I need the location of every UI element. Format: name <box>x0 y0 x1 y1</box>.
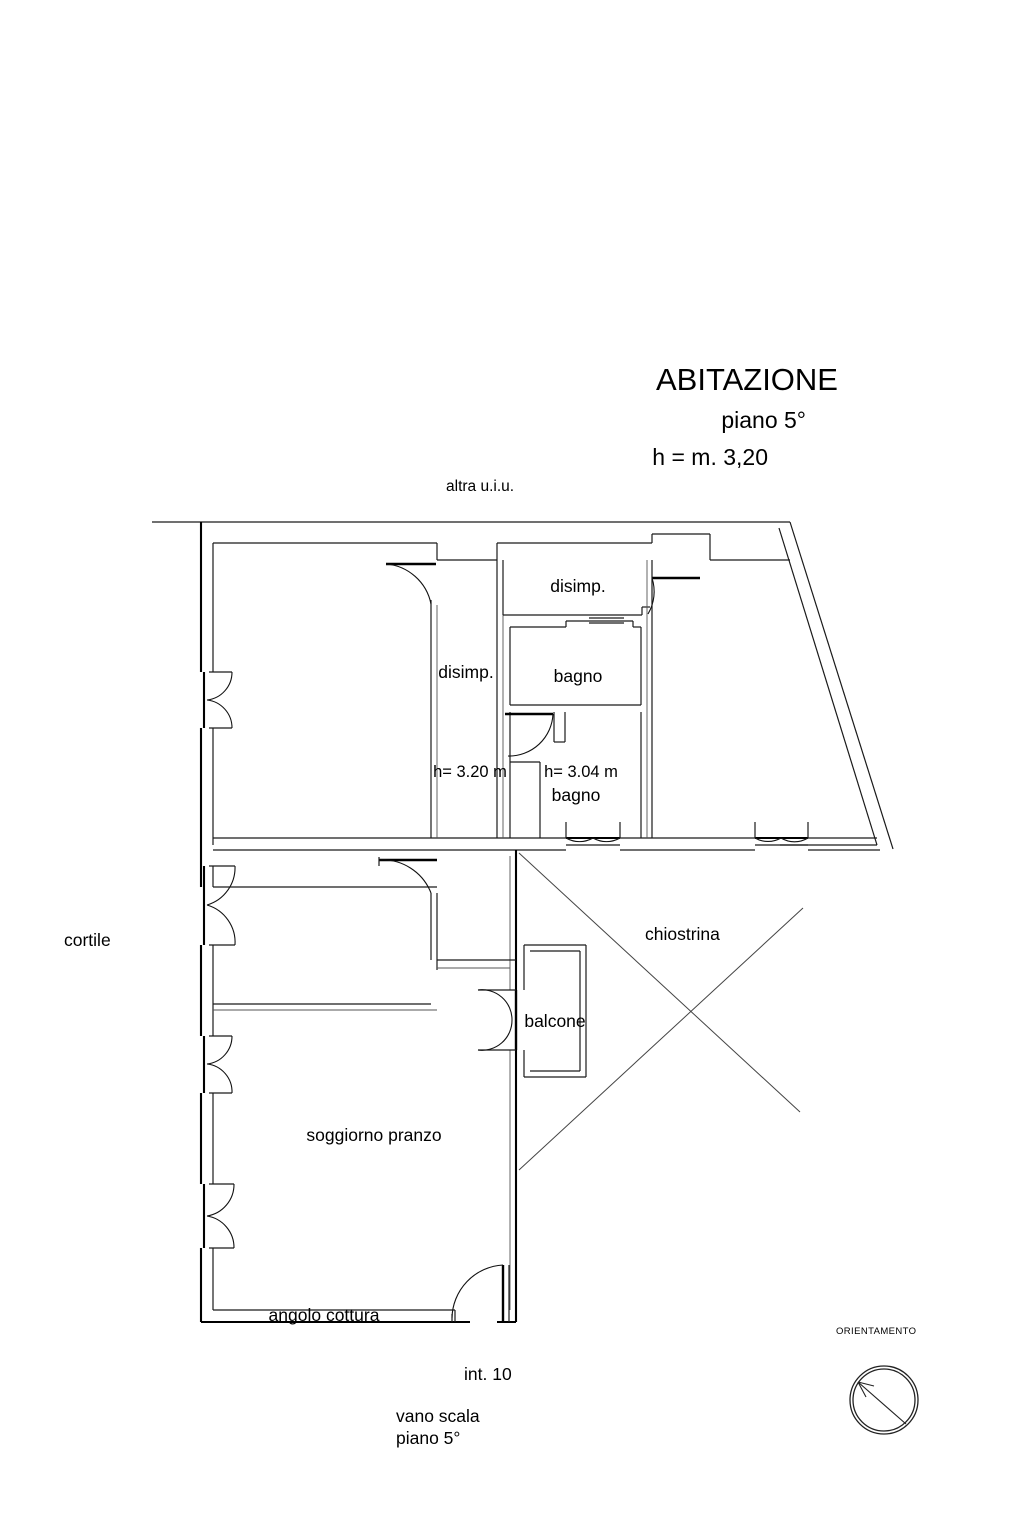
window-left-4 <box>202 1183 235 1249</box>
room-label-disimp-center: disimp. <box>438 662 493 682</box>
orientation-label: ORIENTAMENTO <box>836 1326 916 1337</box>
label-altra-uiu: altra u.i.u. <box>446 478 514 495</box>
room-label-balcone: balcone <box>524 1011 585 1031</box>
label-chiostrina: chiostrina <box>645 924 720 944</box>
room-right-upper-walls <box>646 560 653 838</box>
chiostrina-cross <box>518 852 804 1171</box>
compass-arrowhead-b <box>857 1381 867 1398</box>
floor-subtitle: piano 5° <box>721 407 806 433</box>
room-bagno-lower-walls <box>509 712 642 838</box>
label-vano-scala: vano scala <box>396 1406 480 1426</box>
door-balcone <box>477 989 518 1051</box>
compass-circle-inner <box>852 1368 916 1432</box>
outer-wall-left <box>199 522 214 1322</box>
room-bagno-upper-walls <box>509 617 642 706</box>
orientation-compass: ORIENTAMENTO <box>836 1326 919 1435</box>
room-label-bagno-lower: bagno <box>552 785 601 805</box>
room-label-disimp-top: disimp. <box>550 576 605 596</box>
height-note-bagno: h= 3.04 m <box>544 763 618 781</box>
corridor-disimp-walls <box>496 560 504 838</box>
label-int-10: int. 10 <box>464 1364 512 1384</box>
room-label-soggiorno-pranzo: soggiorno pranzo <box>306 1125 441 1145</box>
page-title: ABITAZIONE <box>656 362 838 397</box>
wall-bottom-upper-block <box>213 837 880 851</box>
room-bedroom2-walls <box>213 886 516 1011</box>
outer-wall-right-slanted <box>778 521 894 850</box>
compass-needle <box>857 1381 907 1425</box>
room-label-angolo-cottura: angolo cottura <box>269 1305 380 1325</box>
window-left-3 <box>202 1035 233 1094</box>
compass-circle <box>849 1365 919 1435</box>
label-cortile: cortile <box>64 930 111 950</box>
height-note-disimp: h= 3.20 m <box>433 763 507 781</box>
window-left-1 <box>202 671 233 729</box>
compass-arrowhead-a <box>857 1381 875 1387</box>
room-disimp-top-walls <box>502 560 650 616</box>
door-bedroom2 <box>378 857 437 894</box>
window-right-upper <box>754 822 809 846</box>
room-label-bagno-upper: bagno <box>554 666 603 686</box>
window-left-2 <box>202 865 236 946</box>
partition-bedroom-right <box>430 600 438 838</box>
wall-top-upper-block <box>213 533 790 561</box>
room-balcone-walls <box>523 944 587 1078</box>
door-entrance-int10 <box>451 1264 510 1322</box>
door-disimp-top <box>647 576 700 615</box>
window-bagno-lower <box>565 822 621 846</box>
lower-block-outer-walls <box>201 849 518 1324</box>
door-bedroom <box>385 562 436 605</box>
door-bagno-lower <box>505 712 554 757</box>
ceiling-height-note: h = m. 3,20 <box>652 444 768 470</box>
label-vano-scala-piano: piano 5° <box>396 1428 460 1448</box>
